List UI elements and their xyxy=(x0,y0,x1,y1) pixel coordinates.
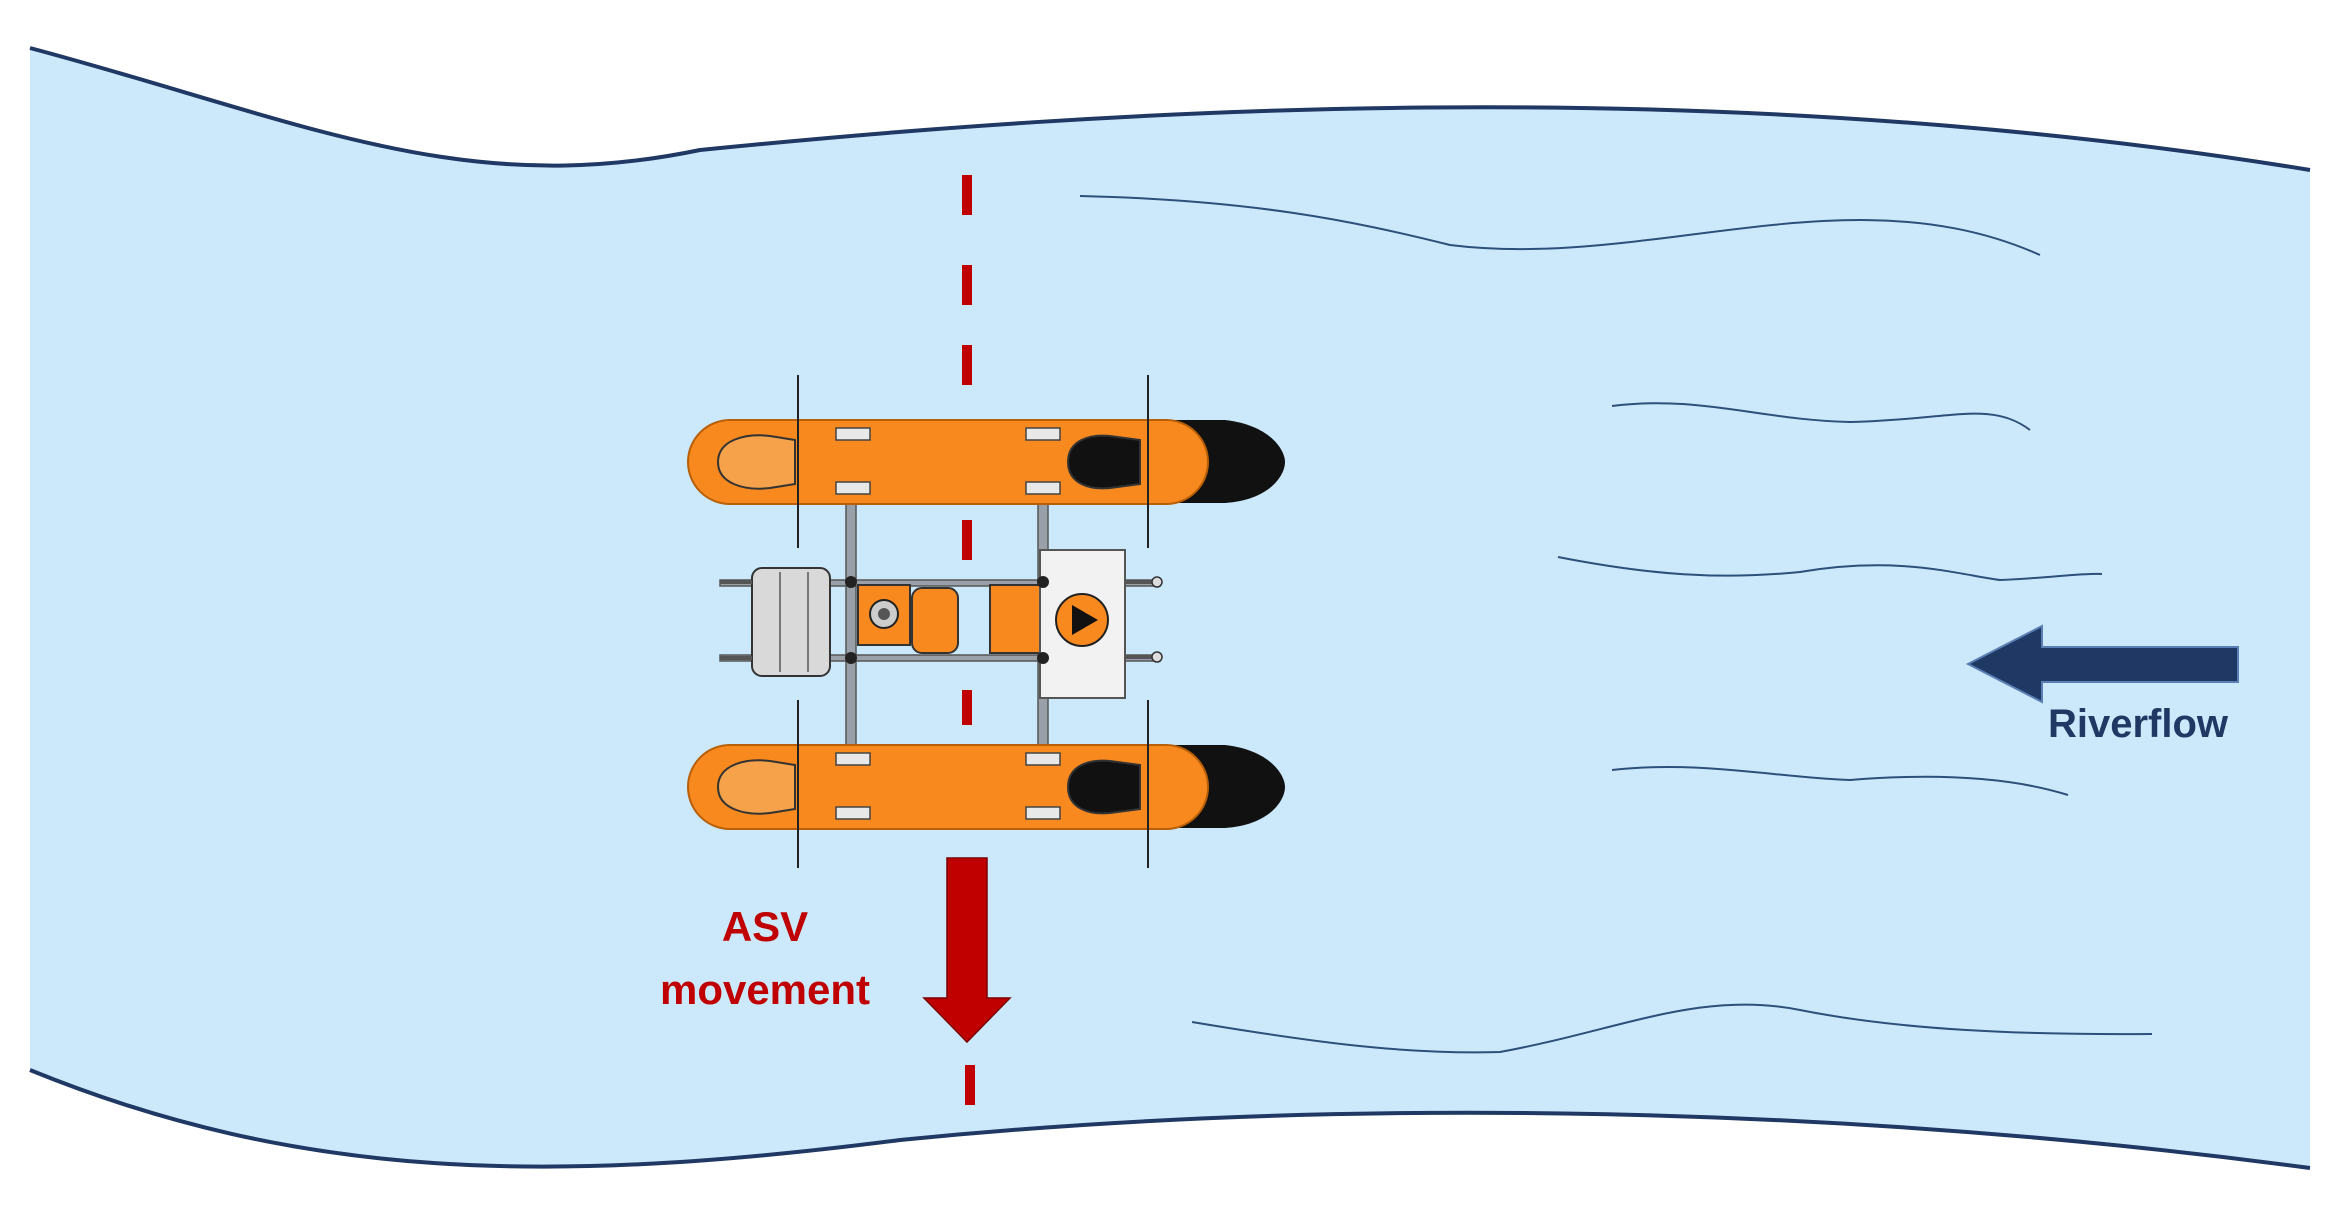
sensor-box xyxy=(989,584,1041,654)
motor-rear xyxy=(716,759,796,815)
wave-line xyxy=(1611,766,2069,796)
electronics-housing xyxy=(911,587,959,654)
mount-bracket xyxy=(835,427,871,441)
wave-line xyxy=(1611,402,2031,431)
river-bank-bottom xyxy=(29,1068,2311,1170)
wave-line xyxy=(1079,195,2041,256)
water-current-lines xyxy=(1079,195,2153,1054)
mount-bracket xyxy=(835,806,871,820)
play-icon xyxy=(1072,605,1098,635)
motor-front xyxy=(1066,434,1141,490)
camera-lens-inner xyxy=(878,608,890,620)
motor-rear xyxy=(716,434,796,490)
mount-bracket xyxy=(1025,752,1061,766)
wave-line xyxy=(1557,556,2103,582)
mount-bracket xyxy=(1025,806,1061,820)
asv-label: ASV xyxy=(722,903,808,950)
frame-joint xyxy=(845,652,857,664)
riverflow-label: Riverflow xyxy=(2048,702,2229,746)
pontoon-bottom xyxy=(687,700,1285,868)
pontoon-top xyxy=(687,375,1285,548)
central-payload xyxy=(720,549,1163,699)
wave-line xyxy=(1191,1003,2153,1054)
frame-knob xyxy=(1151,576,1163,588)
frame-joint xyxy=(1037,652,1049,664)
mount-bracket xyxy=(1025,427,1061,441)
asv-vessel xyxy=(687,375,1285,868)
movement-label: movement xyxy=(660,966,870,1013)
mount-bracket xyxy=(835,481,871,495)
control-box xyxy=(857,584,911,646)
left-arrow-icon xyxy=(1965,624,2239,704)
frame-joint xyxy=(1037,576,1049,588)
frame-joint xyxy=(845,576,857,588)
mount-bracket xyxy=(835,752,871,766)
motor-front xyxy=(1066,759,1141,815)
down-arrow-icon xyxy=(922,857,1012,1044)
river-bank-top xyxy=(29,46,2311,172)
asv-path-dashes xyxy=(962,175,975,1105)
frame-knob xyxy=(1151,651,1163,663)
battery-pack xyxy=(751,567,831,677)
river-water xyxy=(30,48,2310,1168)
mount-bracket xyxy=(1025,481,1061,495)
